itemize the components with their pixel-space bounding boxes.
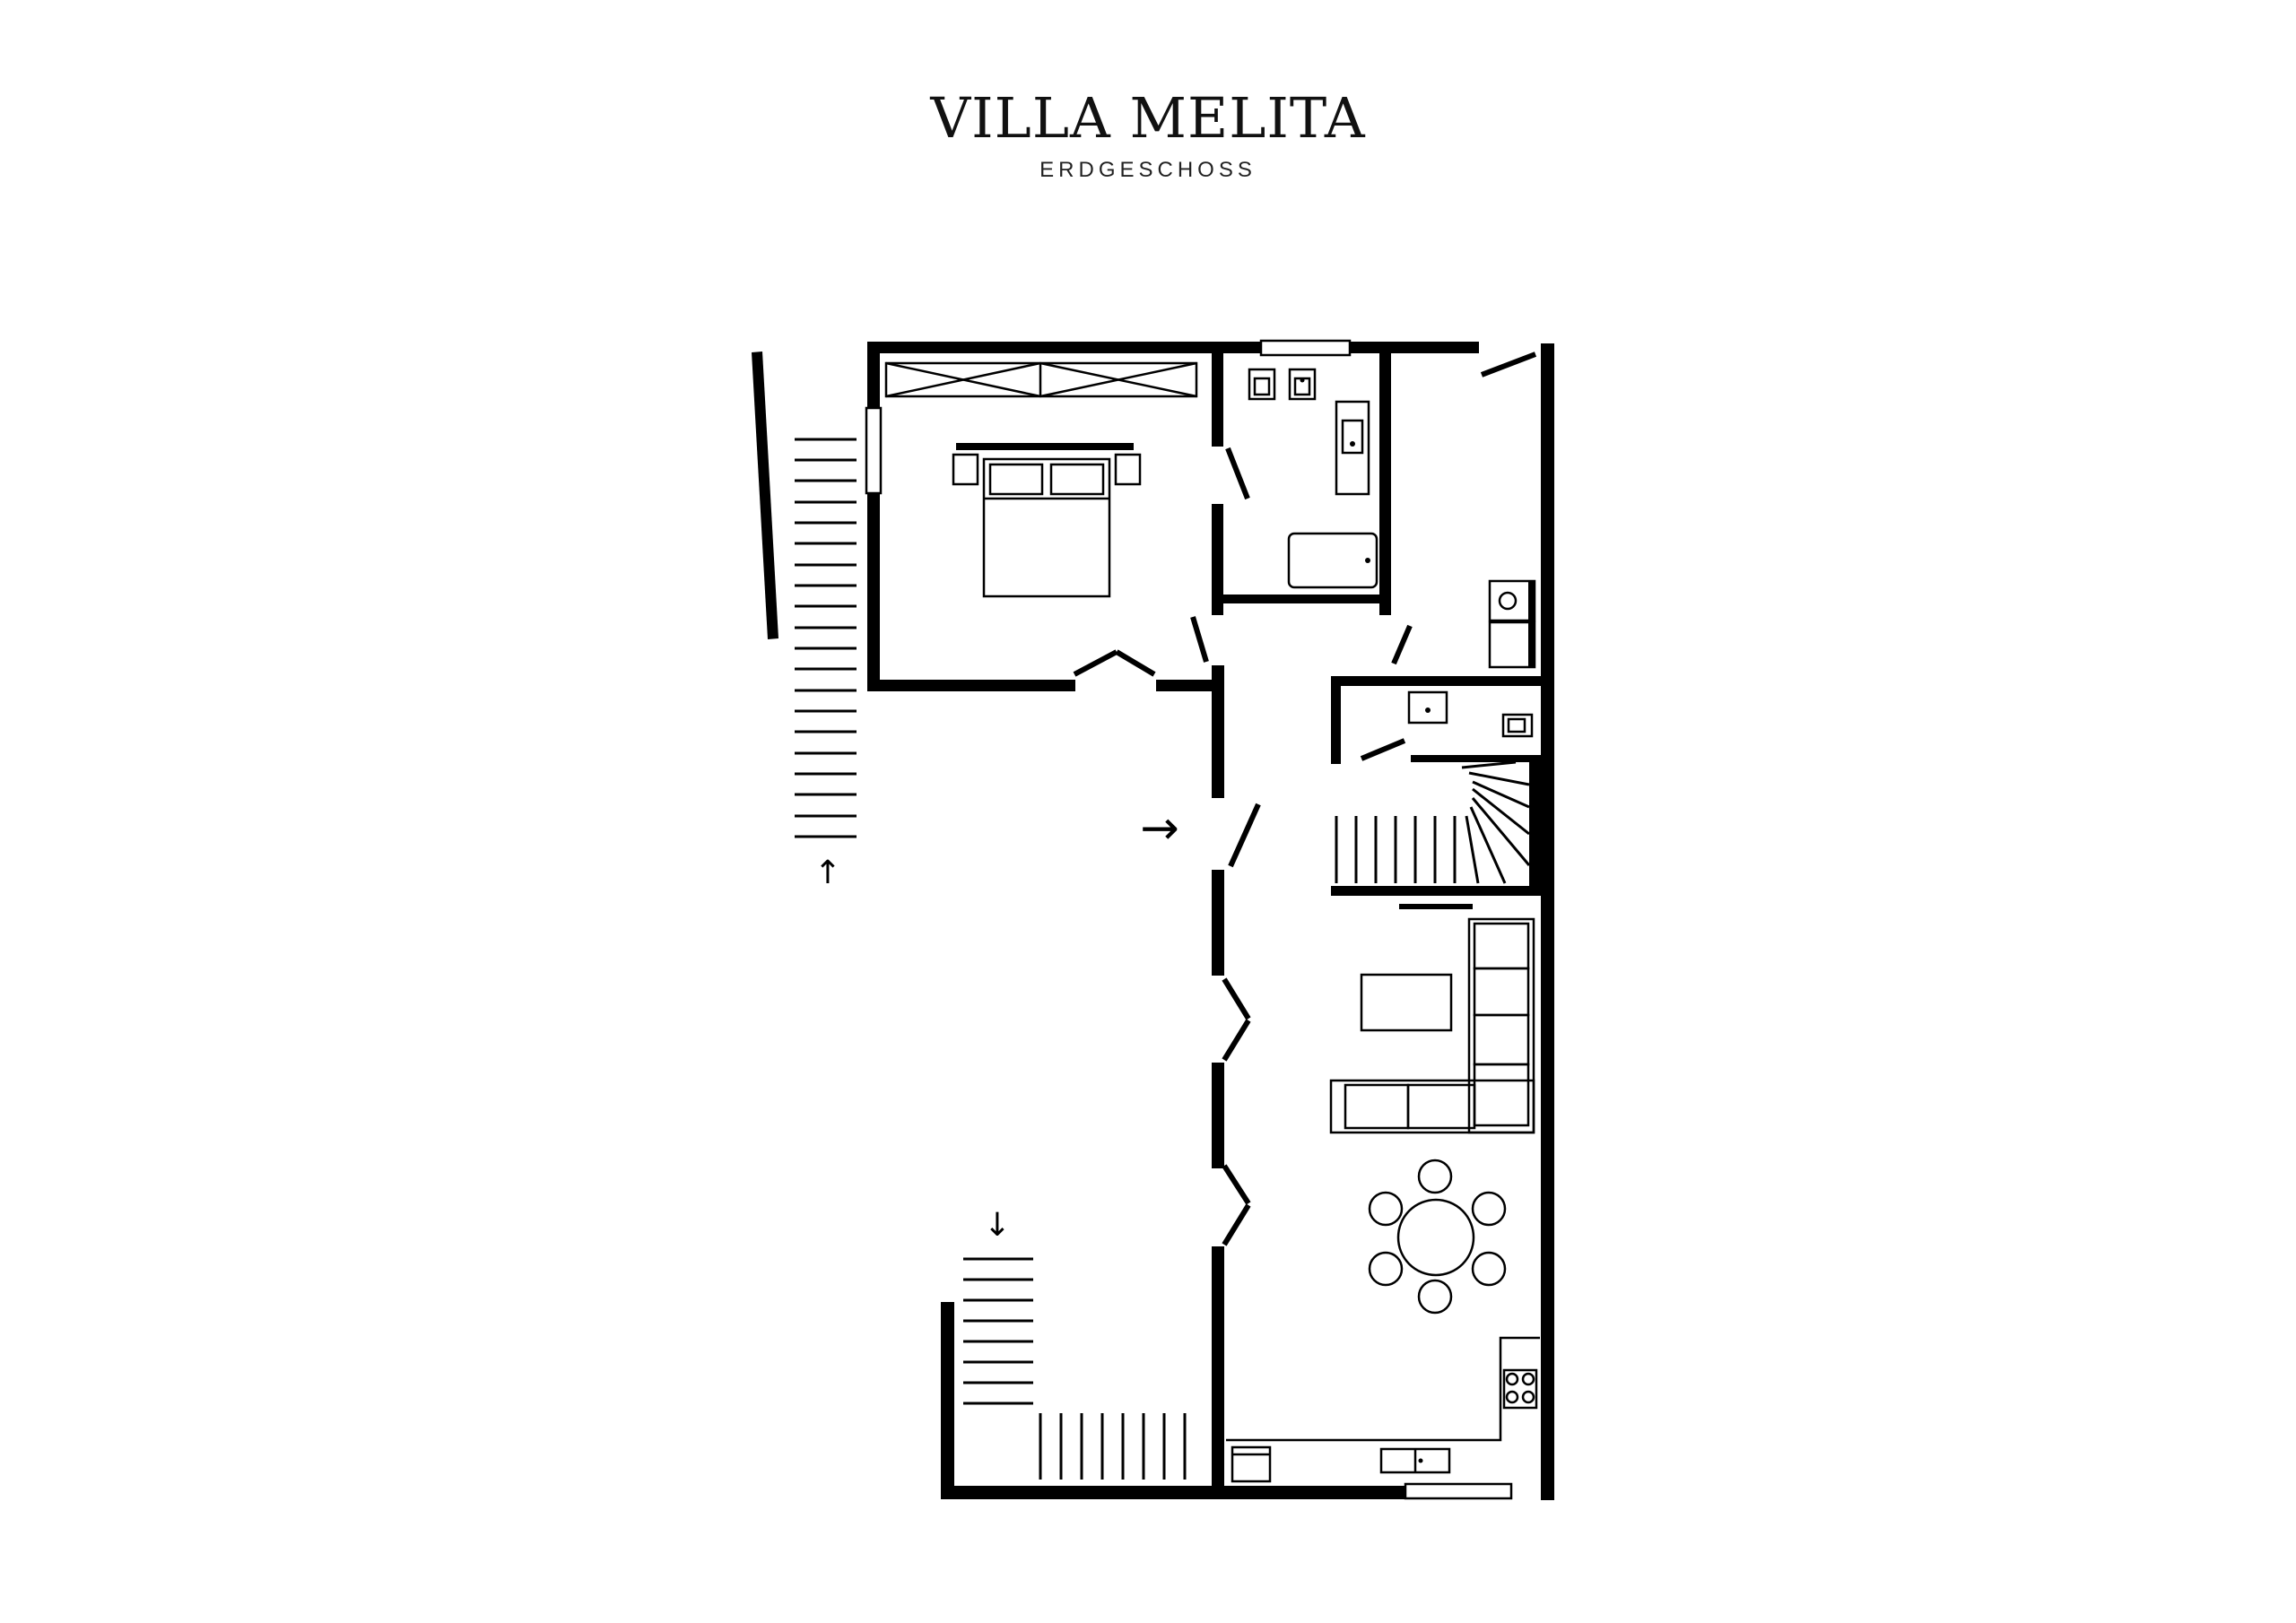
sink <box>1341 419 1364 455</box>
living-room-furniture <box>1329 917 1535 1134</box>
bottom-wall <box>941 1486 1405 1499</box>
window-sill-stairs <box>1399 904 1473 909</box>
chair-right-bottom <box>1471 1251 1507 1287</box>
hall-wall-1 <box>1212 665 1224 798</box>
door-bedroom-hall <box>1190 616 1209 663</box>
bath-top-wall-a <box>1223 342 1261 353</box>
exterior-stairs-top <box>795 438 857 838</box>
window-bedroom <box>865 406 883 495</box>
kitchen-counter <box>1226 1336 1540 1442</box>
door-terrace-1b <box>1222 1019 1251 1062</box>
kitchen <box>1226 1336 1540 1483</box>
door-top-right <box>1480 352 1537 378</box>
right-exterior-wall <box>1541 343 1554 1500</box>
window-bath <box>1259 339 1352 357</box>
dryer <box>1488 621 1536 669</box>
wc-toilet <box>1501 713 1534 738</box>
bath-top-wall-b <box>1350 342 1479 353</box>
arrow-right-icon: → <box>1140 802 1179 855</box>
hall-wall-3 <box>1212 1063 1224 1168</box>
bedroom-furniture <box>884 361 1198 598</box>
door-bedroom-bath <box>1225 447 1250 500</box>
bathtub <box>1287 532 1378 589</box>
door-wc <box>1360 738 1406 761</box>
bedroom-bottom-wall-right <box>1156 680 1212 691</box>
bedroom-left-wall <box>867 342 880 691</box>
doors <box>1073 352 1537 1246</box>
sofa-l-vertical <box>1467 917 1535 1134</box>
wc-top-wall <box>1331 676 1541 686</box>
lower-left-wall <box>941 1302 954 1499</box>
chair-left-bottom <box>1368 1251 1404 1287</box>
vanity <box>1335 400 1370 496</box>
bedroom-right-wall-lower <box>1212 504 1223 615</box>
cooktop <box>1502 1368 1538 1410</box>
dining-table <box>1396 1198 1475 1277</box>
door-entrance <box>1228 803 1261 868</box>
chair-left-top <box>1368 1191 1404 1227</box>
sofa-l-horizontal <box>1329 1079 1535 1134</box>
stair-right-wall <box>1529 755 1541 890</box>
door-hall-utility <box>1391 624 1413 665</box>
coffee-table <box>1360 973 1453 1032</box>
arrow-up-icon: ↑ <box>814 855 841 891</box>
nightstand-right <box>1114 453 1142 486</box>
chair-bottom <box>1417 1279 1453 1315</box>
bedroom-right-wall-upper <box>1212 342 1223 447</box>
chair-right-top <box>1471 1191 1507 1227</box>
window-kitchen <box>1404 1482 1513 1500</box>
stair-bottom-wall <box>1331 886 1541 896</box>
door-bedroom-double-left <box>1073 649 1118 677</box>
door-terrace-2b <box>1222 1203 1251 1246</box>
wc-left-wall <box>1331 676 1341 764</box>
arrow-down-icon: ↓ <box>984 1207 1011 1244</box>
chair-top <box>1417 1159 1453 1194</box>
wc-sink <box>1407 690 1448 725</box>
nightstand-left <box>952 453 979 486</box>
hall-wall-4 <box>1212 1246 1224 1497</box>
door-terrace-1a <box>1222 977 1251 1020</box>
pillow-left <box>988 463 1044 496</box>
door-bedroom-double-right <box>1115 649 1156 677</box>
exterior-wall-diagonal <box>752 352 778 639</box>
plan-subtitle: ERDGESCHOSS <box>1039 158 1257 182</box>
hall-wall-2 <box>1212 870 1224 976</box>
bath-bottom-wall <box>1223 595 1388 603</box>
bath-fixtures <box>1248 368 1378 589</box>
bidet <box>1288 368 1317 401</box>
washer <box>1488 579 1536 622</box>
plan-title: VILLA MELITA <box>930 85 1366 151</box>
utility-appliances <box>1488 579 1536 669</box>
wc-bottom-wall <box>1411 755 1541 762</box>
windows <box>865 339 1513 1500</box>
double-bed <box>982 457 1111 598</box>
pillow-right <box>1049 463 1105 496</box>
fridge <box>1231 1445 1272 1483</box>
walls <box>752 342 1554 1500</box>
bed-headboard <box>956 443 1134 450</box>
toilet <box>1248 368 1276 401</box>
exterior-stairs-bottom <box>963 1257 1187 1480</box>
staircase <box>1335 760 1531 884</box>
dining-set <box>1368 1159 1507 1315</box>
wc-fixtures <box>1407 690 1534 738</box>
bath-right-wall <box>1379 342 1391 615</box>
bedroom-bottom-wall-left <box>867 680 1075 691</box>
door-terrace-2a <box>1222 1164 1251 1205</box>
bedroom-top-wall <box>867 342 1213 353</box>
